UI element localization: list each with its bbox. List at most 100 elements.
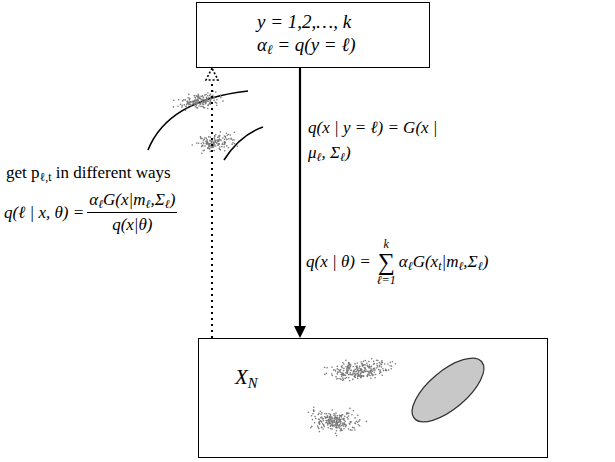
scatter-point (232, 139, 234, 141)
scatter-point (331, 417, 333, 419)
scatter-point (366, 362, 368, 364)
scatter-point (198, 143, 200, 145)
scatter-point (332, 425, 334, 427)
scatter-point (371, 370, 373, 372)
scatter-point (370, 377, 372, 379)
scatter-point (347, 370, 349, 372)
scatter-point (194, 95, 196, 97)
scatter-point (347, 366, 349, 368)
scatter-point (200, 98, 202, 100)
scatter-point (341, 372, 343, 374)
scatter-point (328, 413, 330, 415)
scatter-point (341, 425, 343, 427)
scatter-point (363, 375, 365, 377)
scatter-point (325, 417, 327, 419)
scatter-point (349, 366, 351, 368)
scatter-point (345, 366, 347, 368)
scatter-point (350, 365, 352, 367)
scatter-point (379, 371, 381, 373)
scatter-point (349, 364, 351, 366)
scatter-point (328, 419, 330, 421)
scatter-point (382, 362, 384, 364)
scatter-point (351, 429, 353, 431)
scatter-point (343, 418, 345, 420)
scatter-point (202, 95, 204, 97)
scatter-point (220, 149, 222, 151)
scatter-point (203, 143, 205, 145)
scatter-point (187, 101, 189, 103)
scatter-point (323, 418, 325, 420)
scatter-point (367, 366, 369, 368)
scatter-point (214, 135, 216, 137)
scatter-point (364, 368, 366, 370)
scatter-point (365, 364, 367, 366)
scatter-point (207, 143, 209, 145)
scatter-point (341, 430, 343, 432)
scatter-point (325, 420, 327, 422)
scatter-point (197, 99, 199, 101)
scatter-point (360, 372, 362, 374)
scatter-point (340, 374, 342, 376)
mixture-formula: q(x | θ) =k∑ℓ=1αℓG(xt|mℓ,Σℓ) (306, 238, 488, 286)
scatter-point (349, 423, 351, 425)
scatter-point (340, 371, 342, 373)
scatter-point (392, 361, 394, 363)
scatter-point (311, 426, 313, 428)
scatter-point (330, 414, 332, 416)
scatter-point (359, 367, 361, 369)
scatter-point (209, 140, 211, 142)
scatter-point (348, 362, 350, 364)
sum-sign: ∑ (378, 250, 395, 274)
scatter-point (226, 145, 228, 147)
scatter-point (216, 99, 218, 101)
scatter-point (361, 375, 363, 377)
scatter-point (337, 368, 339, 370)
scatter-point (340, 419, 342, 421)
scatter-point (374, 371, 376, 373)
scatter-point (339, 421, 341, 423)
scatter-point (218, 136, 220, 138)
scatter-point (330, 416, 332, 418)
scatter-point (191, 144, 193, 146)
scatter-point (364, 367, 366, 369)
scatter-point (354, 368, 356, 370)
scatter-point (340, 379, 342, 381)
scatter-point (341, 418, 343, 420)
scatter-point (332, 422, 334, 424)
scatter-point (363, 372, 365, 374)
scatter-point (226, 139, 228, 141)
scatter-point (368, 374, 370, 376)
scatter-point (335, 427, 337, 429)
scatter-point (357, 370, 359, 372)
scatter-point (321, 427, 323, 429)
scatter-point (344, 420, 346, 422)
scatter-point (190, 104, 192, 106)
scatter-point (202, 141, 204, 143)
scatter-point (319, 421, 321, 423)
scatter-point (354, 373, 356, 375)
scatter-point (197, 102, 199, 104)
scatter-point (332, 409, 334, 411)
scatter-point (358, 424, 360, 426)
scatter-point (378, 369, 380, 371)
scatter-point (350, 421, 352, 423)
scatter-point (318, 421, 320, 423)
scatter-point (313, 407, 315, 409)
scatter-point (223, 146, 225, 148)
scatter-point (338, 425, 340, 427)
scatter-point (365, 360, 367, 362)
scatter-point (364, 369, 366, 371)
scatter-point (204, 138, 206, 140)
scatter-point (354, 429, 356, 431)
scatter-point (336, 420, 338, 422)
scatter-point (215, 140, 217, 142)
scatter-point (206, 99, 208, 101)
scatter-point (350, 422, 352, 424)
scatter-point (326, 367, 328, 369)
scatter-point (358, 372, 360, 374)
scatter-point (218, 148, 220, 150)
scatter-point (339, 415, 341, 417)
edge-label: get pℓ,t in different ways (6, 163, 171, 183)
scatter-point (224, 141, 226, 143)
scatter-point (344, 422, 346, 424)
